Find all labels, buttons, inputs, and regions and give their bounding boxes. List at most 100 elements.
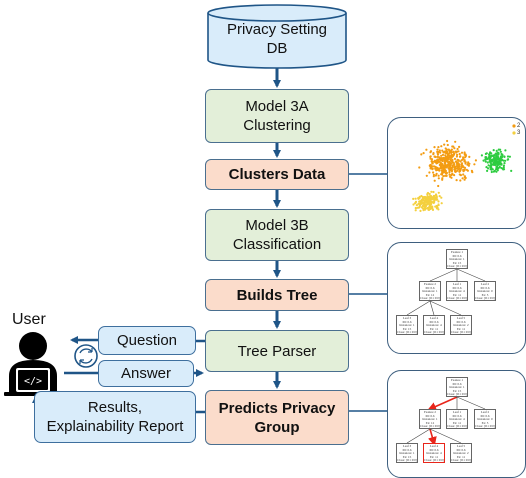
scatter-point — [467, 161, 470, 164]
scatter-point — [453, 157, 457, 160]
scatter-point — [441, 153, 445, 156]
scatter-point — [432, 190, 435, 194]
cluster-scatter-plot — [412, 124, 516, 212]
scatter-point — [441, 149, 444, 152]
scatter-point — [437, 191, 440, 194]
scatter-point — [501, 153, 504, 156]
scatter-point — [443, 165, 446, 168]
scatter-point — [487, 167, 490, 170]
refresh-icon — [74, 344, 98, 368]
scatter-point — [442, 175, 445, 178]
classification-model-box: Model 3B Classification — [205, 209, 349, 261]
scatter-point — [433, 179, 436, 182]
scatter-point — [489, 155, 492, 158]
scatter-point — [456, 147, 459, 151]
scatter-point — [431, 208, 435, 211]
scatter-point — [486, 161, 489, 164]
scatter-point — [488, 158, 491, 161]
scatter-point — [428, 192, 431, 196]
scatter-point — [497, 162, 500, 165]
scatter-point — [445, 164, 448, 167]
answer-box: Answer — [98, 360, 194, 387]
scatter-point — [430, 190, 433, 193]
scatter-point — [502, 168, 505, 171]
scatter-point — [484, 158, 487, 161]
scatter-point — [464, 162, 467, 165]
scatter-point — [458, 173, 461, 176]
scatter-point — [429, 155, 432, 158]
user-label: User — [12, 311, 46, 328]
scatter-point — [444, 155, 447, 159]
scatter-point — [504, 159, 507, 162]
scatter-point — [432, 171, 435, 174]
scatter-point — [452, 145, 455, 148]
scatter-point — [497, 152, 500, 155]
scatter-point — [436, 158, 439, 161]
scatter-point — [467, 164, 470, 167]
scatter-point — [490, 170, 493, 174]
scatter-point — [482, 159, 485, 162]
scatter-point — [434, 205, 437, 208]
scatter-point — [455, 151, 458, 154]
scatter-point — [471, 171, 474, 174]
scatter-point — [422, 199, 425, 202]
scatter-point — [429, 206, 432, 209]
scatter-point — [451, 158, 454, 162]
scatter-point — [466, 169, 469, 172]
scatter-point — [444, 160, 447, 163]
scatter-point — [446, 158, 450, 161]
scatter-point — [436, 206, 439, 209]
scatter-point — [448, 156, 451, 159]
scatter-point — [433, 146, 436, 149]
scatter-point — [415, 204, 418, 207]
scatter-point — [489, 164, 492, 167]
scatter-point — [441, 158, 445, 161]
database-cylinder — [207, 4, 347, 69]
scatter-point — [461, 177, 464, 180]
scatter-point — [502, 164, 505, 167]
predicts-privacy-group-box: Predicts Privacy Group — [205, 390, 349, 445]
scatter-point — [440, 196, 443, 199]
scatter-point — [412, 197, 415, 200]
scatter-point — [414, 197, 417, 200]
scatter-point — [436, 167, 439, 170]
scatter-point — [442, 156, 445, 159]
scatter-point — [454, 169, 457, 172]
scatter-point — [438, 195, 441, 198]
scatter-point — [439, 161, 442, 164]
scatter-point — [442, 151, 445, 154]
scatter-point — [426, 193, 429, 196]
scatter-point — [455, 155, 458, 158]
scatter-point — [435, 197, 438, 200]
scatter-point — [440, 154, 443, 157]
scatter-point — [486, 157, 489, 161]
scatter-point — [437, 200, 440, 203]
legend-swatch — [512, 131, 516, 135]
scatter-point — [412, 203, 415, 206]
scatter-point — [508, 155, 511, 158]
scatter-point — [449, 150, 452, 153]
scatter-point — [495, 170, 498, 173]
scatter-point — [495, 156, 498, 159]
scatter-point — [449, 175, 452, 178]
scatter-point — [434, 165, 437, 168]
scatter-point — [473, 163, 476, 166]
scatter-point — [433, 194, 436, 198]
scatter-point — [468, 155, 471, 158]
scatter-point — [445, 166, 448, 169]
scatter-point — [460, 167, 463, 170]
scatter-point — [506, 158, 509, 161]
scatter-point — [504, 149, 507, 152]
scatter-point — [419, 209, 422, 212]
scatter-point — [484, 160, 487, 163]
scatter-point — [426, 195, 429, 198]
scatter-point — [446, 160, 449, 163]
